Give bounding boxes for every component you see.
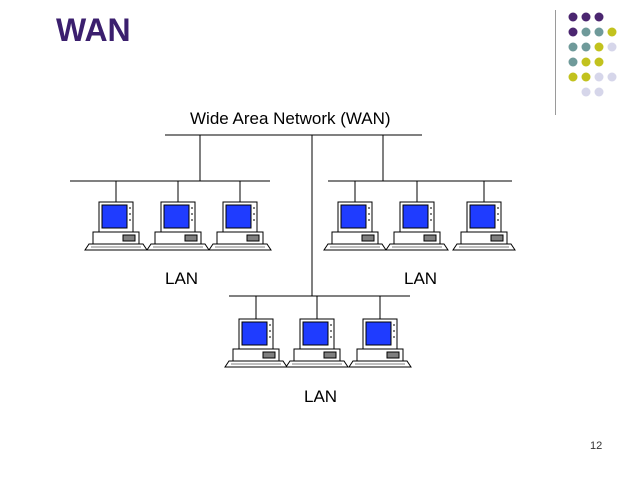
decorative-divider — [555, 10, 556, 115]
lan-label-bottom: LAN — [304, 387, 337, 406]
computer-icon — [285, 318, 349, 368]
computer-icon — [208, 201, 272, 251]
slide-number: 12 — [590, 440, 603, 452]
lan-label-left: LAN — [165, 269, 198, 288]
lan-bottom — [224, 295, 412, 368]
decorative-dot-grid — [568, 12, 617, 97]
computer-icon — [348, 318, 412, 368]
computer-icon — [84, 201, 148, 251]
slide-title: WAN — [56, 12, 131, 48]
computer-icon — [323, 201, 387, 251]
computer-icon — [385, 201, 449, 251]
lan-label-right: LAN — [404, 269, 437, 288]
wan-label: Wide Area Network (WAN) — [190, 109, 391, 128]
computer-icon — [146, 201, 210, 251]
computer-icon — [224, 318, 288, 368]
lan-left — [70, 180, 272, 251]
computer-icon — [452, 201, 516, 251]
lan-right — [323, 180, 516, 251]
